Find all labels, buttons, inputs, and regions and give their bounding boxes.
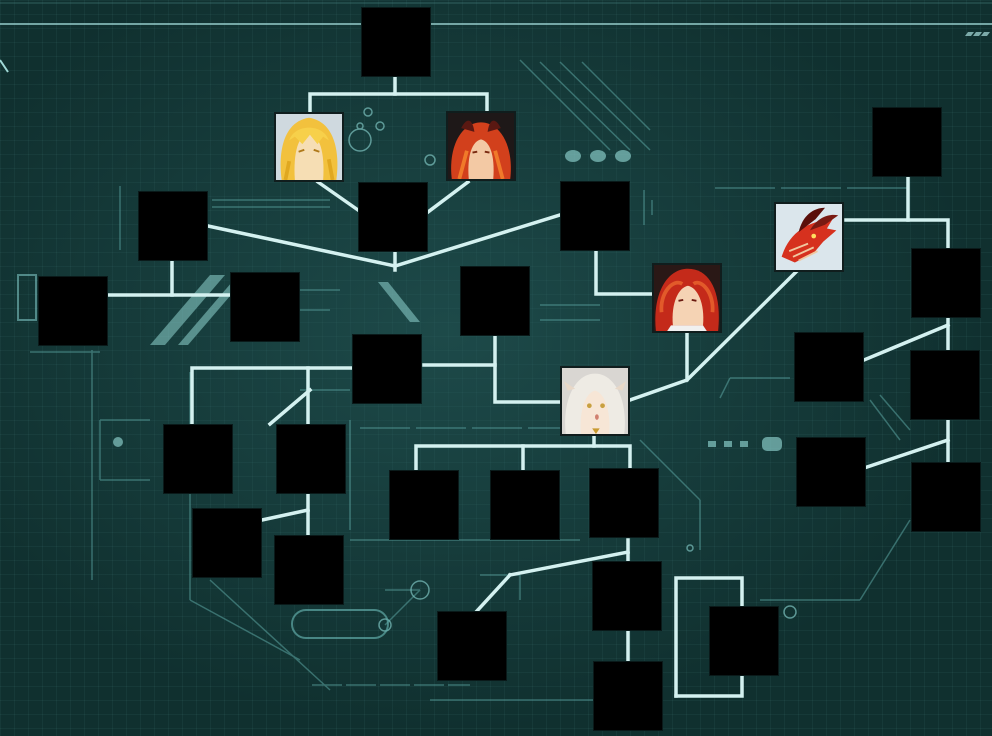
skill-node-red-dragon[interactable] xyxy=(774,202,844,272)
skill-node-locked-bottom-2[interactable] xyxy=(490,470,560,540)
skill-node-locked-bottom-right[interactable] xyxy=(709,606,779,676)
skill-node-locked-right-3[interactable] xyxy=(911,462,981,532)
redhead-girl-portrait xyxy=(654,265,720,331)
skill-node-locked-lower-left-1[interactable] xyxy=(163,424,233,494)
skill-node-white-hair-girl[interactable] xyxy=(560,366,630,436)
skill-node-locked-bottom-3[interactable] xyxy=(589,468,659,538)
skill-node-blonde-girl[interactable] xyxy=(274,112,344,182)
skill-node-locked-upper-mid[interactable] xyxy=(560,181,630,251)
skill-node-locked-lower-left-2[interactable] xyxy=(276,424,346,494)
skill-node-locked-bottom-4[interactable] xyxy=(592,561,662,631)
skill-node-locked-lower-left-4[interactable] xyxy=(274,535,344,605)
skill-node-locked-top-root[interactable] xyxy=(361,7,431,77)
skill-node-locked-lower-left-3[interactable] xyxy=(192,508,262,578)
red-horned-girl-portrait xyxy=(448,113,514,179)
skill-node-locked-right-2[interactable] xyxy=(910,350,980,420)
skill-node-locked-left-center[interactable] xyxy=(352,334,422,404)
red-dragon-portrait xyxy=(776,204,842,270)
skill-node-locked-bottom-5[interactable] xyxy=(437,611,507,681)
skill-node-locked-left-mid[interactable] xyxy=(230,272,300,342)
skill-node-locked-upper-left[interactable] xyxy=(138,191,208,261)
blonde-girl-portrait xyxy=(276,114,342,180)
skill-node-locked-bottom-1[interactable] xyxy=(389,470,459,540)
skill-node-locked-right-mid[interactable] xyxy=(794,332,864,402)
skill-node-locked-top-right[interactable] xyxy=(872,107,942,177)
skill-node-locked-center[interactable] xyxy=(358,182,428,252)
skill-node-redhead-girl[interactable] xyxy=(652,263,722,333)
skill-node-locked-right-lower[interactable] xyxy=(796,437,866,507)
skill-node-locked-center-right[interactable] xyxy=(460,266,530,336)
white-hair-girl-portrait xyxy=(562,368,628,434)
skill-node-locked-bottom-6[interactable] xyxy=(593,661,663,731)
skill-node-locked-far-left[interactable] xyxy=(38,276,108,346)
skill-node-red-horned-girl[interactable] xyxy=(446,111,516,181)
skill-node-locked-right-1[interactable] xyxy=(911,248,981,318)
